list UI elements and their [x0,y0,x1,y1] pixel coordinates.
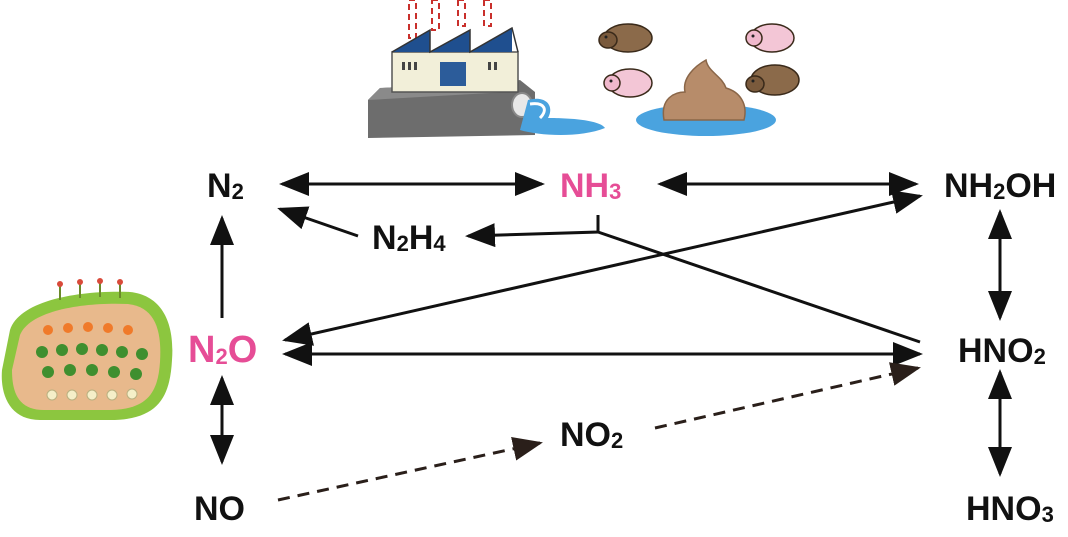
arrow-nh3-hno2 [597,230,921,344]
label-no2: NO2 [560,416,623,454]
label-no: NO [194,490,245,528]
dashed-arrows [277,362,921,502]
label-hno3: HNO3 [966,490,1054,528]
arrows [210,172,1012,477]
arrow-n2h4-n2 [277,206,359,238]
pig-icon [598,23,800,98]
manure-icon [636,58,776,136]
farm-field-icon [1,278,173,420]
label-nh2oh: NH2OH [944,167,1056,205]
label-n2h4: N2H4 [372,219,446,257]
arrow-no-no2 [277,437,543,502]
arrow-no2-hno2 [654,362,921,430]
arrow-n2o-nh2oh [282,190,923,346]
label-hno2: HNO2 [958,332,1046,370]
arrow-nh3-n2h4 [465,215,600,248]
label-nh3: NH3 [560,167,621,205]
factory-icon [368,0,605,138]
label-n2o: N2O [188,329,257,371]
label-n2: N2 [207,167,244,205]
